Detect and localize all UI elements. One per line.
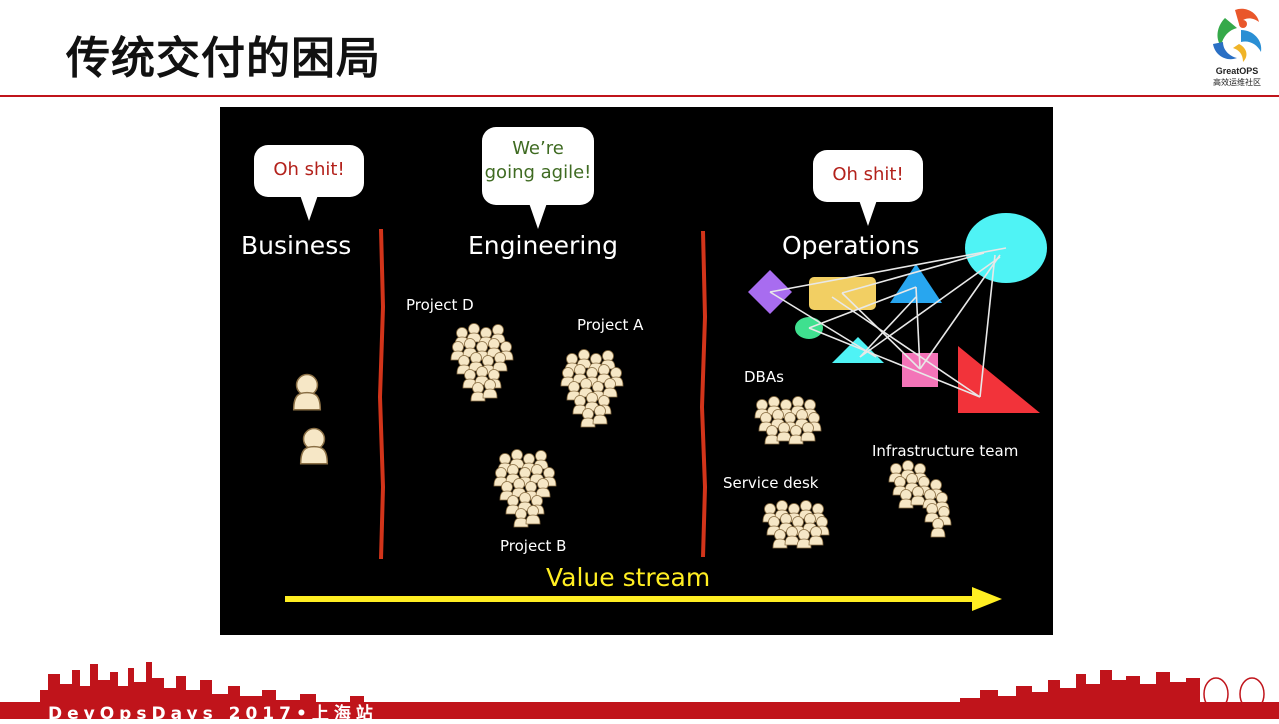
project-d-crowd-icon [451,324,513,402]
title-divider [0,95,1279,97]
business-person-icon [292,373,322,411]
operations-shapes [748,213,1047,413]
label-project-b: Project B [500,537,567,555]
slide-title: 传统交付的困局 [66,33,381,84]
logo-name: GreatOPS [1215,66,1259,76]
engineering-bubble-line-2: going agile! [484,162,592,183]
service-desk-crowd-icon [763,501,829,549]
blue-triangle-shape [890,264,942,303]
label-infrastructure-team: Infrastructure team [872,442,1019,460]
logo-subtitle: 高效运维社区 [1213,78,1261,87]
business-speech-bubble: Oh shit! [254,145,364,221]
business-bubble-text: Oh shit! [273,159,345,180]
value-stream-label: Value stream [546,563,711,592]
red-triangle-shape [958,346,1040,413]
label-dbas: DBAs [744,368,784,386]
footer-bar [0,702,1279,719]
section-engineering: Engineering [468,231,618,260]
operations-speech-bubble: Oh shit! [813,150,923,226]
footer-event-name: DevOpsDays 2017•上海站 [48,704,378,724]
project-a-crowd-icon [561,350,623,428]
value-stream-figure: Oh shit! We’re going agile! Oh shit! Bus… [220,107,1053,635]
divider-business-engineering [377,228,386,560]
business-person-icon [299,427,329,465]
cyan-triangle-shape [832,337,884,363]
project-b-crowd-icon [494,450,556,528]
connector-lines [769,247,1007,398]
dbas-crowd-icon [755,397,821,445]
divider-engineering-operations [699,230,708,558]
section-operations: Operations [782,231,920,260]
infrastructure-crowd-icon [888,460,952,538]
operations-bubble-text: Oh shit! [832,164,904,185]
value-stream-arrowhead-icon [972,587,1002,611]
section-business: Business [241,231,352,260]
label-project-d: Project D [406,296,474,314]
engineering-bubble-line-1: We’re [512,138,564,159]
figure-graphics [285,213,1047,611]
engineering-speech-bubble: We’re going agile! [482,127,594,229]
label-project-a: Project A [577,316,644,334]
greatops-logo-icon [1213,8,1262,62]
label-service-desk: Service desk [723,474,819,492]
